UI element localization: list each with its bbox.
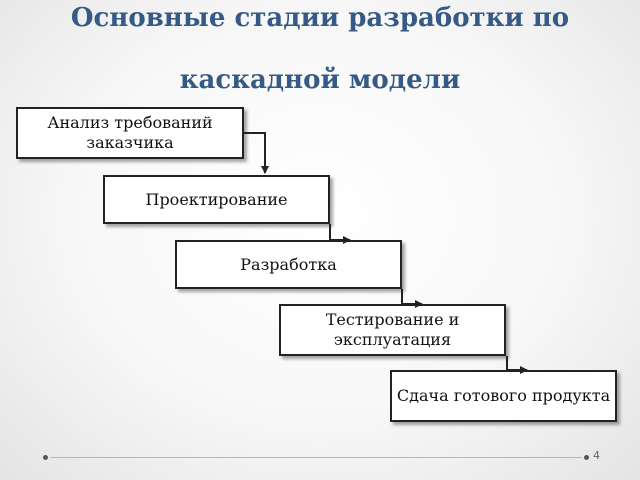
- arrow-3-to-4: [401, 289, 423, 308]
- arrow-1-to-2: [244, 132, 269, 174]
- stage-requirements-analysis: Анализ требований заказчика: [16, 107, 244, 159]
- arrow-2-to-3: [329, 224, 351, 244]
- slide-title-line-2: каскадной модели: [179, 65, 461, 95]
- stage-testing-operation: Тестирование и эксплуатация: [279, 304, 506, 356]
- footer-divider: [50, 457, 582, 458]
- stage-product-delivery: Сдача готового продукта: [390, 370, 617, 422]
- arrow-4-to-5: [506, 356, 528, 374]
- slide-title-line-1: Основные стадии разработки по: [70, 3, 570, 33]
- stage-design: Проектирование: [103, 175, 330, 224]
- slide-number: 4: [593, 449, 600, 462]
- stage-testing-operation-label: Тестирование и эксплуатация: [325, 310, 460, 349]
- stage-requirements-analysis-label: Анализ требований заказчика: [47, 113, 213, 152]
- stage-development: Разработка: [175, 240, 402, 289]
- stage-development-label: Разработка: [240, 254, 337, 274]
- footer-dot-left: [43, 455, 48, 460]
- footer-dot-right: [584, 455, 589, 460]
- stage-product-delivery-label: Сдача готового продукта: [396, 386, 611, 405]
- stage-design-label: Проектирование: [145, 189, 288, 209]
